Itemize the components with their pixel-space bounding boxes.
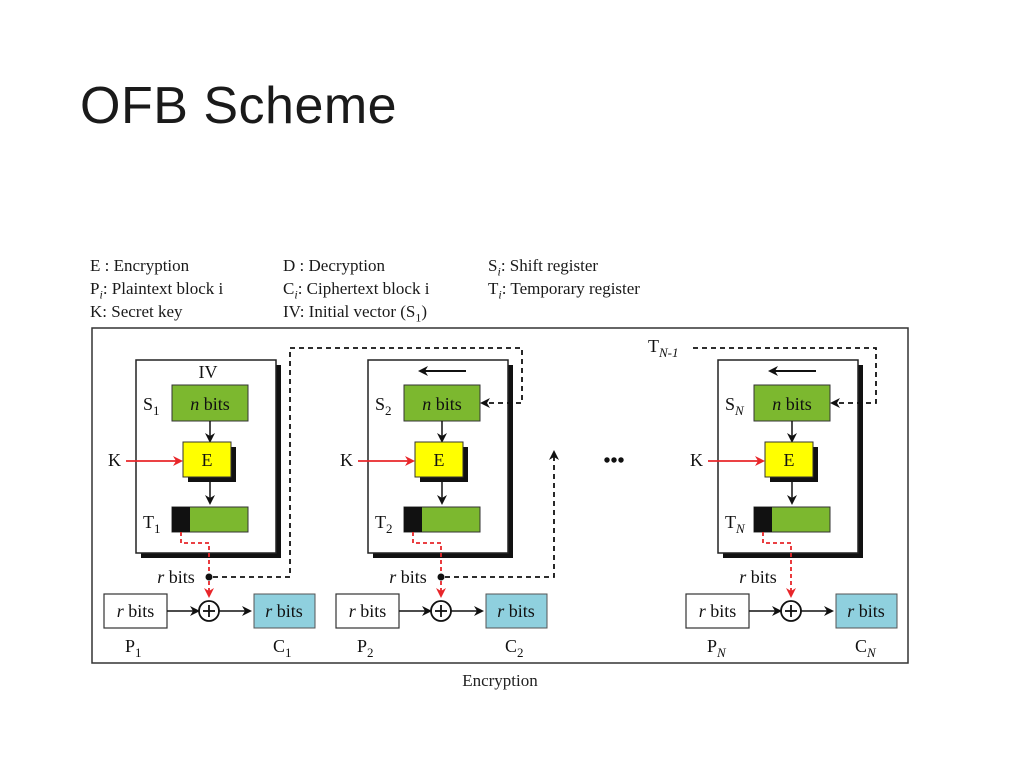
legend-item: Ci: Ciphertext block i: [283, 279, 430, 302]
r-bits-path: [180, 532, 214, 598]
ciphertext-r-bits: r bits: [265, 601, 303, 621]
encrypt-box: [182, 441, 232, 478]
temp-register-label: TN: [725, 512, 746, 536]
iv-label: IV: [199, 362, 218, 382]
temp-register-r-bits: [172, 507, 190, 532]
legend-text: : Decryption: [295, 256, 385, 275]
legend-text: : Temporary register: [501, 279, 640, 298]
diagram-frame: [91, 327, 909, 664]
plaintext-r-bits: r bits: [699, 601, 737, 621]
legend-text: : Encryption: [100, 256, 190, 275]
diagram-caption: Encryption: [462, 671, 538, 690]
temp-register-r-bits: [754, 507, 772, 532]
n-bits-label: n bits: [772, 394, 812, 414]
legend-symbol: IV: [283, 302, 300, 321]
key-label: K: [690, 450, 703, 470]
ciphertext-box: [485, 593, 548, 629]
shift-register: [753, 384, 831, 422]
r-bits-label: r bits: [389, 567, 427, 587]
legend-symbol: E: [90, 256, 101, 275]
feedback-t-n-minus-1-label: TN-1: [648, 336, 679, 360]
encrypt-box: [764, 441, 814, 478]
temp-register-label: T2: [375, 512, 393, 536]
ciphertext-label: C1: [273, 636, 292, 660]
legend-symbol: T: [488, 279, 499, 298]
legend-symbol: D: [283, 256, 296, 275]
plaintext-label: PN: [707, 636, 727, 660]
shift-register: [403, 384, 481, 422]
legend-item: D : Decryption: [283, 254, 429, 277]
temp-register-r-bits: [404, 507, 422, 532]
key-label: K: [108, 450, 121, 470]
shift-register-label: SN: [725, 394, 745, 418]
encrypt-label: E: [784, 450, 795, 470]
legend-text: : Ciphertext block i: [297, 279, 430, 298]
legend-symbol: S: [488, 256, 498, 275]
plaintext-r-bits: r bits: [117, 601, 155, 621]
legend-symbol: P: [90, 279, 100, 298]
legend-item: Si: Shift register: [488, 256, 599, 279]
feedback-path-1: [213, 347, 523, 578]
r-bits-label: r bits: [739, 567, 777, 587]
plaintext-r-bits: r bits: [349, 601, 387, 621]
legend-item: IV: Initial vector (S1): [283, 302, 428, 325]
n-bits-label: n bits: [422, 394, 462, 414]
ellipsis: •••: [603, 450, 624, 472]
legend-item: Pi: Plaintext block i: [90, 279, 224, 302]
junction-dot: [205, 573, 213, 581]
feedback-path-2: [445, 450, 559, 578]
shift-register-label: S2: [375, 394, 392, 418]
r-bits-path: [412, 532, 446, 598]
legend-item: E : Encryption: [90, 254, 223, 277]
encrypt-label: E: [434, 450, 445, 470]
encrypt-label: E: [202, 450, 213, 470]
legend-text: : Initial vector (S: [299, 302, 416, 321]
ciphertext-label: C2: [505, 636, 524, 660]
key-label: K: [340, 450, 353, 470]
junction-dot: [437, 573, 445, 581]
legend-text: : Shift register: [500, 256, 599, 275]
r-bits-path: [762, 532, 796, 598]
ciphertext-r-bits: r bits: [847, 601, 885, 621]
legend-text: : Secret key: [102, 302, 183, 321]
plaintext-label: P1: [125, 636, 142, 660]
ciphertext-r-bits: r bits: [497, 601, 535, 621]
r-bits-label: r bits: [157, 567, 195, 587]
ciphertext-label: CN: [855, 636, 877, 660]
plaintext-box: [685, 593, 750, 629]
slide-title: OFB Scheme: [80, 77, 398, 135]
legend-symbol: C: [283, 279, 295, 298]
ciphertext-box: [835, 593, 898, 629]
temp-register-label: T1: [143, 512, 161, 536]
legend-item: K: Secret key: [90, 300, 223, 323]
feedback-path-n: [693, 347, 877, 408]
shift-register-label: S1: [143, 394, 160, 418]
legend-item: Ti: Temporary register: [488, 279, 640, 302]
legend-text: : Plaintext block i: [102, 279, 224, 298]
legend-symbol: K: [90, 302, 103, 321]
plaintext-label: P2: [357, 636, 374, 660]
ciphertext-box: [253, 593, 316, 629]
encrypt-box: [414, 441, 464, 478]
n-bits-label: n bits: [190, 394, 230, 414]
